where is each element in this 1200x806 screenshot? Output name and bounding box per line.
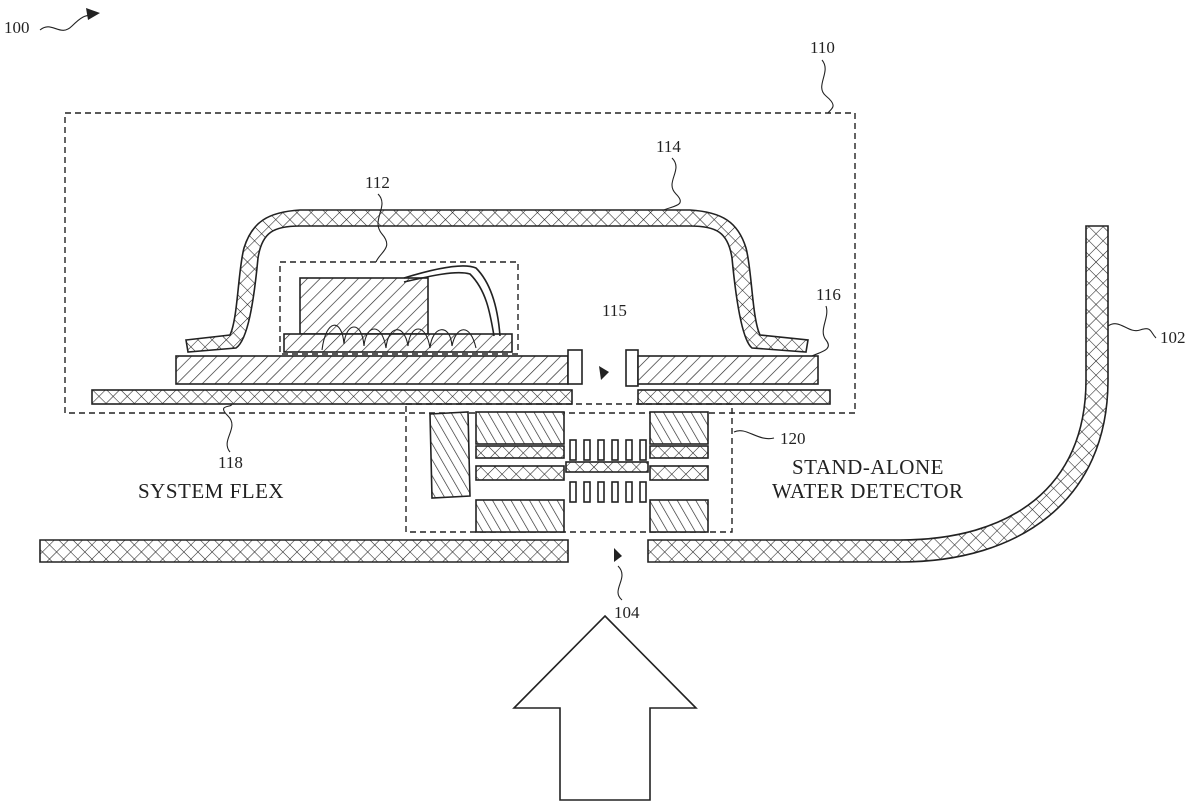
bond-wire-loops (321, 324, 477, 351)
label-110: 110 (810, 38, 835, 57)
substrate-right (637, 355, 819, 385)
leader-102 (1107, 323, 1157, 339)
substrate-right-wall (625, 349, 639, 387)
figure-arrow-icon (86, 8, 100, 20)
fluid-inflow-arrow-icon (512, 614, 698, 801)
die-boundary (279, 261, 519, 355)
opening-arrow-icon (599, 366, 609, 380)
label-104: 104 (614, 603, 640, 622)
port-arrow-icon (614, 548, 622, 562)
lid (185, 209, 809, 353)
detector-layer-ll (475, 465, 565, 481)
housing-right (647, 225, 1109, 563)
leader-120 (733, 430, 775, 440)
die-attach (283, 333, 513, 353)
detector-lower-right (649, 499, 709, 533)
substrate-left (175, 355, 569, 385)
figure-number: 100 (4, 8, 100, 37)
caption-detector-line1: STAND-ALONE (792, 455, 944, 479)
detector-left-block (429, 411, 471, 499)
detector-boundary (405, 403, 733, 533)
caption-detector-line2: WATER DETECTOR (772, 479, 964, 503)
leader-114 (663, 157, 681, 211)
label-115: 115 (602, 301, 627, 320)
detector-layer-ur (649, 445, 709, 459)
leader-110 (821, 59, 834, 114)
leader-116 (811, 305, 829, 357)
detector-upper-left (475, 411, 565, 445)
bond-wire-inner (403, 271, 495, 337)
substrate-left-wall (567, 349, 583, 385)
detector-electrodes (565, 439, 649, 503)
housing-left (39, 539, 569, 563)
leader-112 (375, 193, 388, 263)
detector-layer-lr (649, 465, 709, 481)
leader-104 (617, 565, 623, 601)
bond-wire-main (403, 265, 501, 337)
detector-lower-left (475, 499, 565, 533)
label-112: 112 (365, 173, 390, 192)
detector-layer-ul (475, 445, 565, 459)
die-chip (299, 277, 429, 335)
system-flex-left (91, 389, 573, 405)
label-114: 114 (656, 137, 681, 156)
label-102: 102 (1160, 328, 1186, 347)
system-flex-right (637, 389, 831, 405)
leader-118 (223, 403, 233, 453)
label-100: 100 (4, 18, 30, 37)
label-118: 118 (218, 453, 243, 472)
label-116: 116 (816, 285, 841, 304)
detector-upper-right (649, 411, 709, 445)
caption-system-flex: SYSTEM FLEX (138, 479, 284, 503)
label-120: 120 (780, 429, 806, 448)
